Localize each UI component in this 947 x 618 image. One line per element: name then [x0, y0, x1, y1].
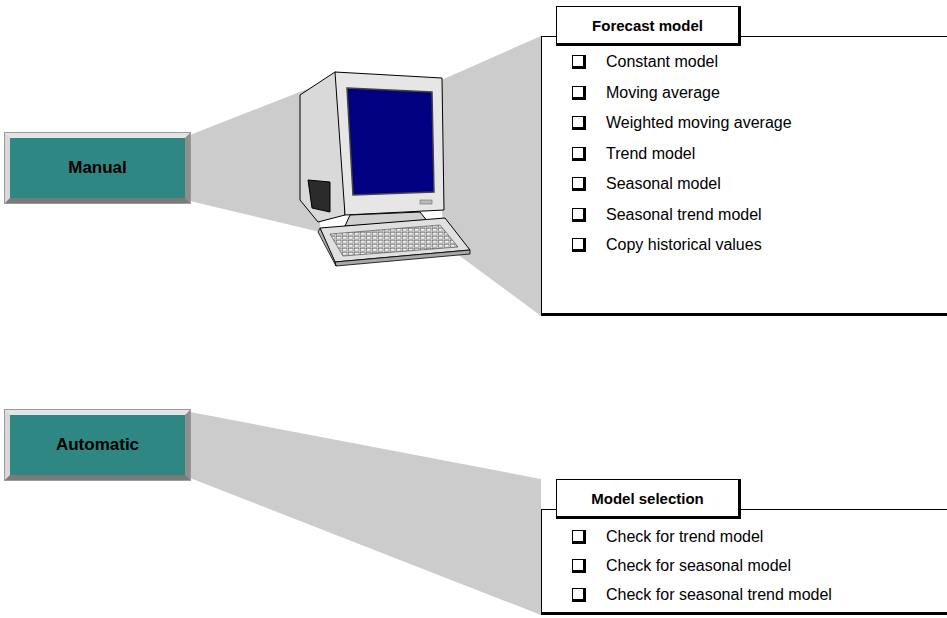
option-item: Moving average	[572, 84, 720, 102]
panel-heading: Forecast model	[592, 17, 703, 34]
option-item: Check for seasonal model	[572, 557, 791, 575]
option-item: Seasonal trend model	[572, 206, 762, 224]
checkbox	[572, 147, 586, 161]
checkbox	[572, 238, 586, 252]
beam-connector	[190, 412, 541, 615]
checkbox	[572, 530, 586, 544]
checkbox	[572, 177, 586, 191]
option-panel: Forecast modelConstant modelMoving avera…	[541, 36, 947, 316]
panel-tab: Model selection	[556, 479, 741, 519]
panel-tab: Forecast model	[556, 6, 741, 46]
option-label: Constant model	[606, 53, 718, 71]
option-item: Copy historical values	[572, 236, 762, 254]
button-label: Manual	[68, 158, 127, 178]
option-label: Check for trend model	[606, 528, 763, 546]
option-label: Check for seasonal trend model	[606, 586, 832, 604]
light-beam	[190, 412, 541, 615]
option-label: Trend model	[606, 145, 695, 163]
option-label: Check for seasonal model	[606, 557, 791, 575]
beam-connector	[190, 36, 541, 316]
option-item: Check for seasonal trend model	[572, 586, 832, 604]
checkbox	[572, 55, 586, 69]
option-label: Weighted moving average	[606, 114, 792, 132]
checkbox	[572, 116, 586, 130]
checkbox	[572, 86, 586, 100]
checkbox	[572, 559, 586, 573]
checkbox	[572, 208, 586, 222]
option-item: Seasonal model	[572, 175, 721, 193]
option-panel: Model selectionCheck for trend modelChec…	[541, 509, 947, 615]
checkbox	[572, 588, 586, 602]
mode-button: Automatic	[5, 410, 190, 480]
light-beam	[430, 36, 541, 316]
button-label: Automatic	[56, 435, 139, 455]
panel-heading: Model selection	[591, 490, 704, 507]
option-label: Seasonal model	[606, 175, 721, 193]
option-item: Trend model	[572, 145, 695, 163]
option-label: Moving average	[606, 84, 720, 102]
option-label: Copy historical values	[606, 236, 762, 254]
option-label: Seasonal trend model	[606, 206, 762, 224]
option-item: Check for trend model	[572, 528, 763, 546]
option-item: Constant model	[572, 53, 718, 71]
option-item: Weighted moving average	[572, 114, 792, 132]
mode-button: Manual	[5, 133, 190, 203]
